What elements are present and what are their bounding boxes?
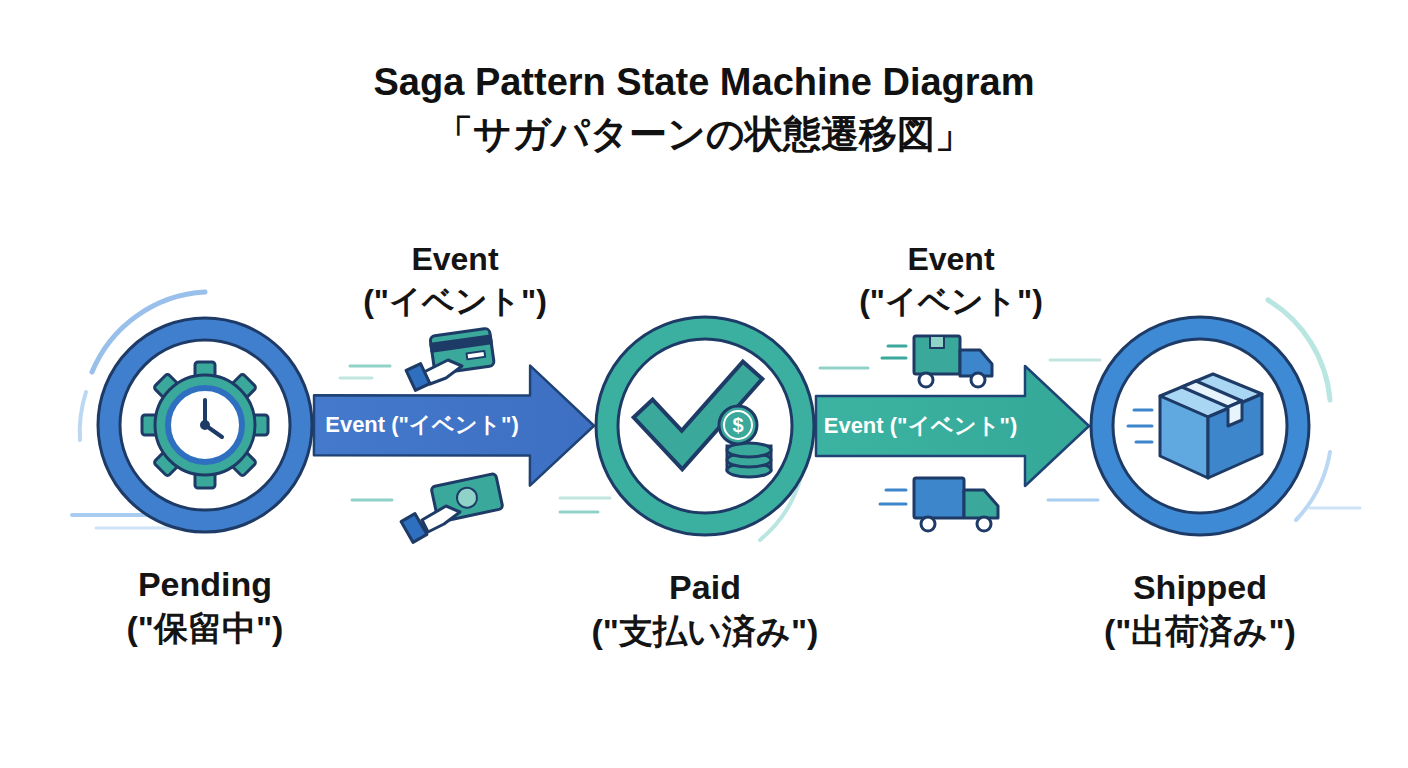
state-circle: Pending ("保留中") (96, 316, 314, 534)
sleeve (401, 514, 427, 543)
truck-icon (880, 478, 998, 531)
note-mark (455, 486, 479, 510)
state-label-group: Shipped ("出荷済み") (1000, 565, 1400, 653)
hand (424, 360, 462, 384)
ring-inner (1113, 339, 1287, 513)
speed-line (352, 499, 392, 502)
hand (422, 506, 460, 532)
state-ring (1089, 315, 1311, 537)
speed-line (560, 497, 610, 500)
note-body (431, 473, 503, 522)
truck-wheel (919, 373, 933, 387)
truck-wheel (977, 517, 991, 531)
speed-line (96, 527, 170, 530)
state-label-group: Paid ("支払い済み") (505, 565, 905, 653)
diagram-title: Saga Pattern State Machine Diagram (0, 58, 1408, 106)
state-circle: Paid ("支払い済み") (594, 315, 816, 537)
cash-payment-icon (401, 473, 503, 542)
speed-line (880, 503, 906, 506)
sleeve (406, 364, 430, 391)
card-stripe (431, 336, 491, 351)
state-name: Pending ("保留中") (100, 562, 310, 650)
state-name: Shipped ("出荷済み") (1055, 565, 1345, 653)
transition-arrow (314, 365, 594, 486)
speed-line (1310, 507, 1360, 510)
truck-wheel (921, 517, 935, 531)
truck-cargo (914, 336, 960, 374)
speed-line (1050, 359, 1100, 362)
ring-inner (618, 339, 792, 513)
card-body (430, 328, 495, 374)
speed-line (340, 377, 372, 380)
event-label: Event ("イベント") (841, 238, 1061, 322)
credit-card (430, 328, 495, 374)
speed-line (888, 345, 906, 348)
speed-line (560, 511, 598, 514)
state-ring (96, 316, 314, 534)
truck-cab (964, 490, 998, 518)
ring-outer (596, 317, 814, 535)
truck-icon (882, 336, 992, 387)
speed-line (820, 367, 868, 370)
speed-line (886, 489, 906, 492)
arrow-shape (816, 366, 1089, 486)
truck-cargo (914, 478, 964, 518)
arrow-label: Event ("イベント") (325, 411, 519, 439)
diagram-subtitle: 「サガパターンの状態遷移図」 (0, 110, 1408, 158)
ring-outer (98, 318, 312, 532)
speed-line (72, 513, 150, 517)
speed-line (1048, 499, 1098, 502)
currency-symbol: $ (723, 412, 753, 438)
arrow-label: Event ("イベント") (824, 412, 1018, 440)
truck-wheel (971, 373, 985, 387)
state-circle: Shipped ("出荷済み") (1089, 315, 1311, 537)
state-label-group: Pending ("保留中") (5, 562, 405, 650)
transition-arrow (816, 366, 1089, 486)
arrow-shape (314, 365, 594, 486)
ring-inner (120, 340, 290, 510)
speed-line (350, 365, 390, 368)
state-name: Paid ("支払い済み") (555, 565, 855, 653)
speed-line (882, 357, 906, 360)
state-ring (594, 315, 816, 537)
banknote (431, 473, 503, 522)
truck-cab (960, 350, 992, 376)
motion-arc (80, 392, 86, 440)
motion-arcs (80, 292, 1330, 540)
truck-parcel (930, 336, 944, 348)
card-payment-icon (406, 328, 494, 390)
event-label: Event ("イベント") (345, 238, 565, 322)
card-chip (467, 351, 486, 359)
ring-outer (1091, 317, 1309, 535)
